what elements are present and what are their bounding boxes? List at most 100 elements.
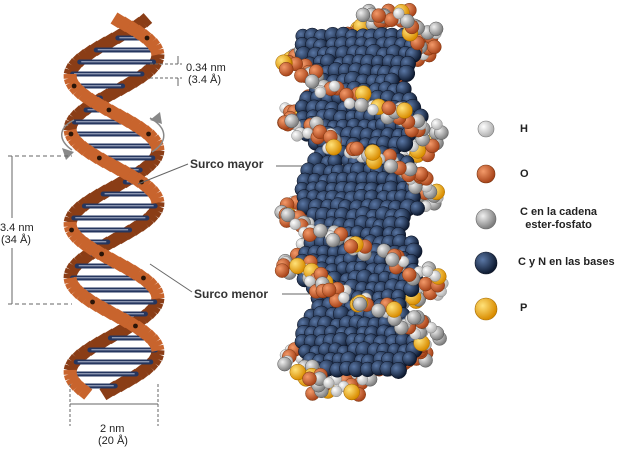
width-indicator: [69, 384, 159, 426]
minor-groove-label: Surco menor: [194, 287, 269, 301]
backbone-segment: [65, 374, 80, 386]
backbone-segment: [76, 289, 91, 304]
carbon-atom: [400, 13, 415, 29]
backbone-segment: [84, 92, 99, 108]
phosphorus-atom: [289, 257, 306, 275]
backbone-segment: [106, 84, 122, 101]
oxygen-atom: [302, 371, 317, 387]
minor-groove-leader: [149, 263, 193, 293]
backbone-segment: [106, 232, 122, 249]
base-pair-highlight: [86, 241, 107, 243]
space-filling-model: [274, 2, 449, 402]
base-pair-highlight: [74, 277, 140, 279]
backbone-segment: [63, 276, 78, 284]
phosphorus-atom: [289, 363, 307, 381]
legend-spheres: [474, 120, 498, 321]
phosphate-dot: [99, 251, 105, 257]
oxygen-atom: [274, 263, 290, 278]
major-groove-label: Surco mayor: [190, 157, 264, 171]
backbone-segment: [144, 209, 159, 223]
backbone-segment: [146, 38, 161, 51]
backbone-segment: [137, 325, 152, 340]
backbone-segment: [138, 13, 153, 28]
backbone-segment: [99, 88, 114, 105]
backbone-segment: [65, 279, 80, 290]
backbone-segment: [128, 220, 143, 236]
base-pair-highlight: [74, 133, 145, 135]
backbone-segment: [147, 134, 162, 147]
backbone-segment: [90, 336, 105, 353]
backbone-segment: [99, 384, 114, 401]
backbone-segment: [69, 109, 84, 123]
hydrogen-atom: [291, 130, 303, 142]
phosphate-dot: [96, 155, 102, 161]
phosphorus-atom: [396, 102, 413, 119]
width-label-angstrom: (20 Å): [98, 435, 128, 447]
base-pair-highlight: [77, 361, 150, 363]
base-pair-highlight: [81, 385, 114, 387]
backbone-segment: [63, 76, 78, 85]
hydrogen-atom: [328, 80, 341, 92]
backbone-segment: [125, 20, 140, 36]
backbone-segment: [112, 256, 128, 273]
carbon-atom: [383, 158, 399, 174]
backbone-segment: [149, 287, 164, 297]
turn-label-angstrom: (34 Å): [1, 234, 31, 246]
legend-label-p: P: [520, 302, 528, 314]
backbone-segment: [150, 344, 165, 352]
hydrogen-atom: [392, 7, 405, 20]
oxygen-atom: [278, 61, 294, 77]
base-pair-highlight: [96, 301, 154, 303]
phosphorus-atom: [385, 301, 403, 318]
backbone-segment: [67, 134, 82, 147]
pitch-label-nm: 0.34 nm: [186, 62, 226, 74]
backbone-segment: [73, 233, 88, 248]
turn-indicator: [8, 155, 72, 305]
legend-label-h: H: [520, 123, 528, 135]
backbone-segment: [71, 137, 86, 152]
backbone-segment: [69, 229, 83, 243]
base-pair-highlight: [75, 229, 129, 231]
backbone-segment: [112, 108, 128, 125]
backbone-segment: [148, 191, 163, 202]
legend-sphere-h: [477, 120, 495, 138]
backbone-segment: [83, 192, 98, 208]
backbone-segment: [134, 364, 149, 380]
rotation-arrowhead-right-icon: [150, 112, 162, 124]
carbon-atom: [354, 97, 369, 113]
backbone-segment: [72, 349, 87, 364]
backbone-segment: [68, 206, 83, 219]
base-pair-highlight: [119, 37, 144, 39]
base-pair-highlight: [103, 157, 152, 159]
backbone-segment: [110, 308, 125, 325]
backbone-segment: [95, 300, 111, 317]
backbone-segment: [68, 58, 83, 71]
backbone-segment: [72, 201, 87, 216]
backbone-segment: [149, 151, 164, 162]
carbon-atom: [277, 356, 292, 372]
backbone-segment: [103, 304, 118, 321]
carbon-atom: [280, 207, 296, 223]
backbone-segment: [149, 139, 164, 149]
width-label-nm: 2 nm: [100, 423, 125, 435]
phosphate-dots: [68, 35, 151, 329]
base-atom: [390, 362, 407, 379]
backbone-segment: [111, 176, 127, 193]
base-pair-highlight: [97, 49, 154, 51]
backbone-segment: [67, 282, 82, 295]
backbone-segment: [146, 334, 161, 347]
phosphate-dot: [146, 131, 151, 137]
carbon-atom: [371, 303, 386, 318]
backbone-segment: [73, 85, 88, 100]
backbone-segment: [103, 156, 118, 173]
base-atom: [409, 200, 425, 216]
turn-label-nm: 3.4 nm: [0, 222, 34, 234]
hydrogen-atom: [343, 97, 356, 110]
base-pair-highlight: [75, 217, 146, 219]
carbon-atom: [406, 310, 422, 325]
backbone-segment: [69, 377, 83, 391]
backbone-segment: [74, 105, 88, 120]
backbone-segment: [117, 312, 133, 329]
backbone-segment: [104, 180, 119, 197]
phosphate-dot: [90, 299, 95, 305]
